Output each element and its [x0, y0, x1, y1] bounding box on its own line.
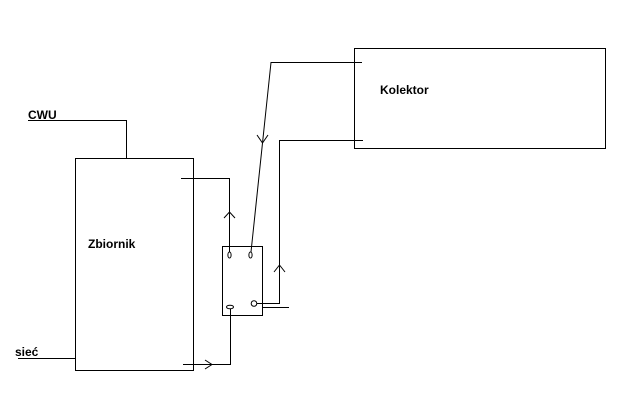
tank-box	[75, 158, 194, 371]
pipe-tank-upper-to-pump	[181, 178, 230, 252]
collector-box	[354, 48, 606, 149]
pipes	[181, 62, 363, 365]
flow-arrow-down-icon	[256, 134, 269, 144]
collector: Kolektor	[354, 48, 606, 149]
hot-water-label: CWU	[28, 108, 57, 122]
pump-unit	[222, 246, 263, 316]
flow-arrows	[204, 134, 286, 370]
pump-port-bottom-right	[250, 300, 258, 307]
pump-port-bottom-left	[226, 304, 234, 310]
collector-label: Kolektor	[380, 83, 429, 97]
pipe-collector-supply	[250, 62, 362, 253]
pump-port-top-right	[248, 251, 253, 259]
flow-arrow-right-icon	[204, 359, 213, 370]
hot-water-pipe	[28, 120, 127, 158]
mains-label: sieć	[15, 345, 39, 359]
hot-water-outlet: CWU	[28, 108, 127, 158]
flow-arrow-up-icon	[223, 211, 236, 219]
tank: Zbiornik	[75, 158, 194, 371]
mains-inlet: sieć	[15, 345, 75, 359]
pump-port-top-left	[227, 251, 232, 259]
flow-arrow-up-icon	[273, 264, 286, 273]
tank-label: Zbiornik	[88, 237, 136, 251]
pipe-collector-return	[257, 140, 363, 304]
pipe-pump-to-tank-bottom	[183, 309, 231, 365]
